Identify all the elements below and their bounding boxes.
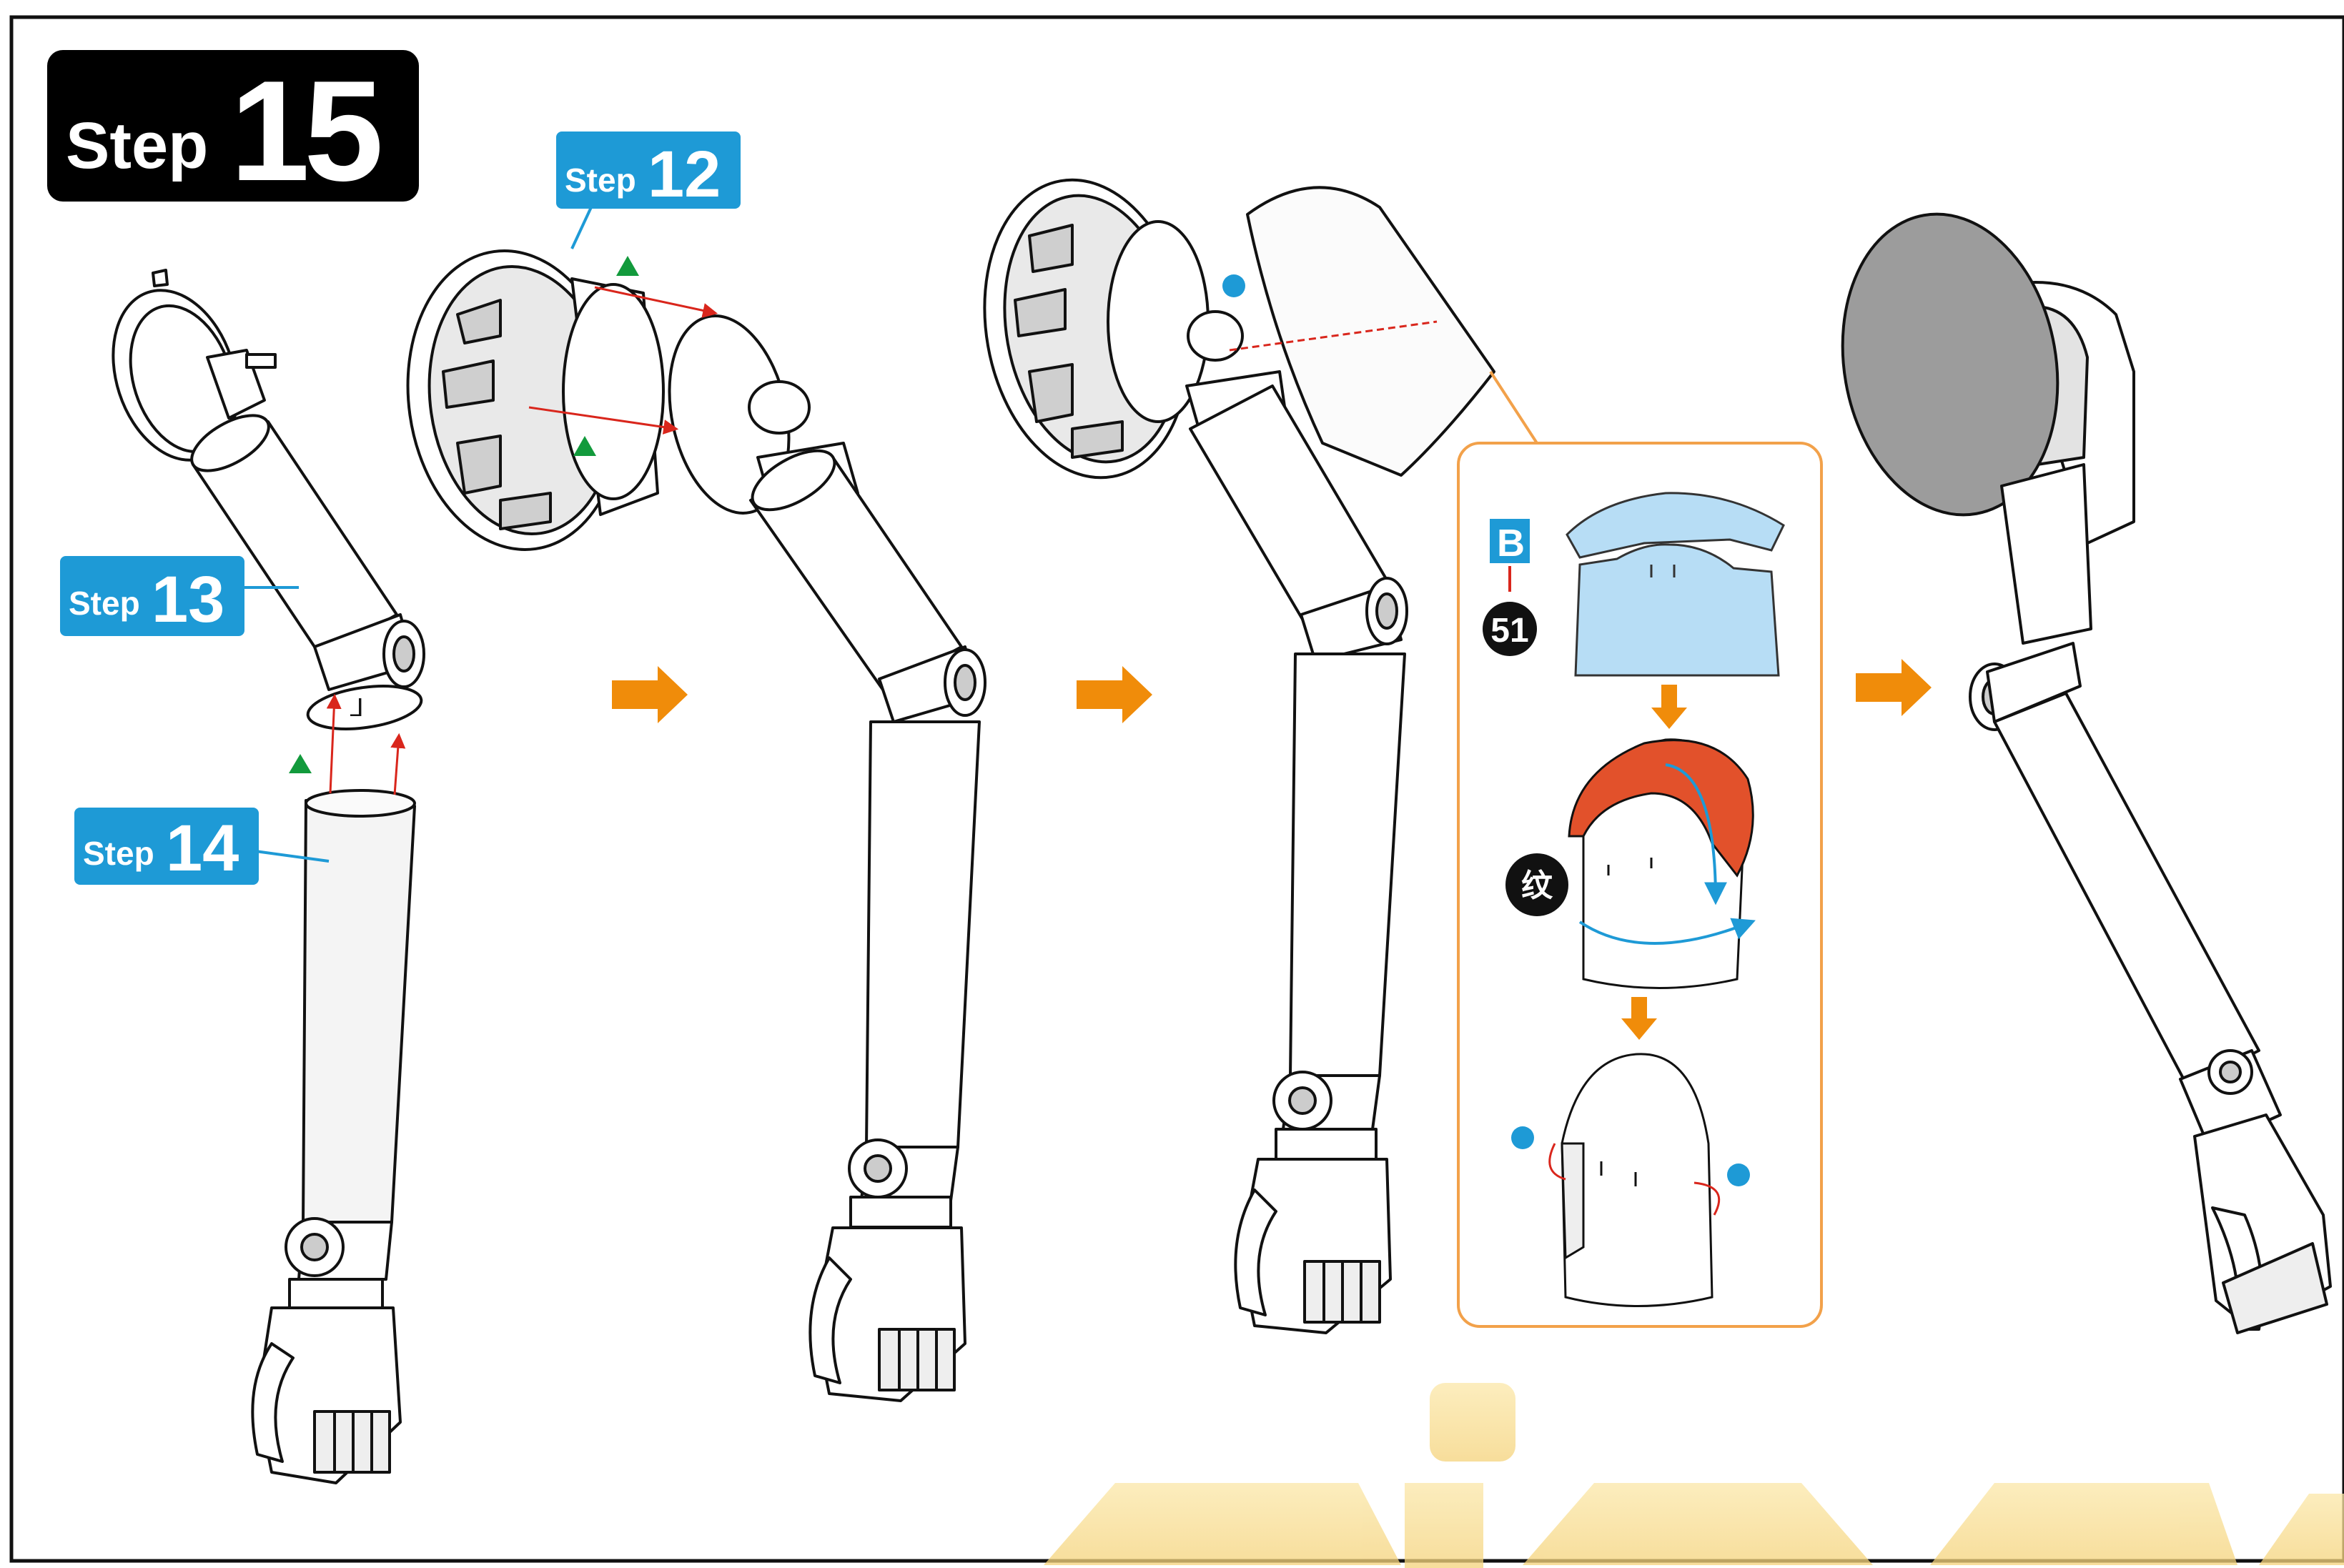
step-14-word: Step <box>83 835 154 872</box>
main-badge-number: 15 <box>230 51 380 211</box>
step-12-word: Step <box>565 162 636 199</box>
step-15-badge: Step 15 <box>47 50 419 211</box>
folding-cover-part <box>1569 740 1753 988</box>
flat-cover-part <box>1567 493 1784 675</box>
step-14-number: 14 <box>166 812 239 885</box>
main-badge-word: Step <box>66 109 208 182</box>
step-13-number: 13 <box>152 563 224 636</box>
part-number: 51 <box>1490 612 1528 650</box>
step-13-word: Step <box>69 585 140 622</box>
alignment-dot <box>1222 274 1245 297</box>
texture-mark: 纹 <box>1521 868 1553 903</box>
step-12-number: 12 <box>648 138 721 211</box>
alignment-dot <box>1727 1163 1750 1186</box>
texture-mark-badge: 纹 <box>1505 853 1568 916</box>
detail-callout-box: B 51 纹 <box>1458 443 1821 1326</box>
part-number-badge: 51 <box>1483 602 1537 656</box>
sheet-letter: B <box>1497 522 1525 565</box>
sheet-letter-badge: B <box>1490 519 1530 565</box>
svg-text:ᒧ: ᒧ <box>349 695 364 722</box>
alignment-dot <box>1511 1126 1534 1149</box>
